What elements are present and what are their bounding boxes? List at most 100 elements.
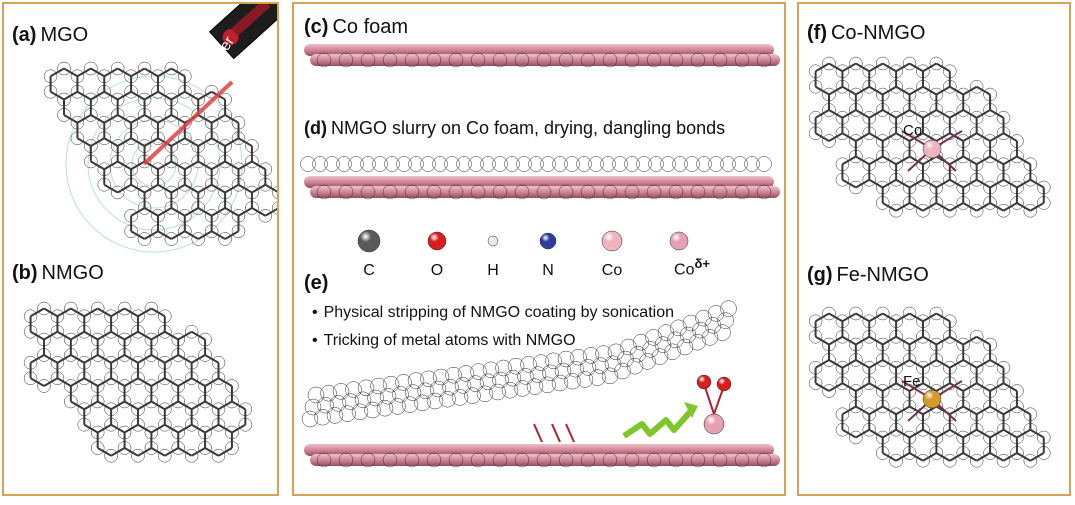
bond	[117, 90, 132, 101]
bond	[922, 132, 937, 142]
carbon-atom	[929, 306, 944, 321]
cobalt-foam-atom	[624, 452, 640, 468]
panel-g-letter: (g)	[807, 264, 833, 286]
carbon-atom	[875, 134, 890, 148]
bond	[204, 400, 220, 411]
bond	[909, 382, 924, 392]
bond	[882, 405, 897, 416]
bond	[97, 400, 112, 411]
bond	[841, 155, 857, 166]
carbon-atom	[258, 209, 273, 223]
carbon-atom	[191, 185, 205, 200]
carbon-atom	[137, 139, 152, 153]
carbon-atom	[902, 87, 917, 102]
foam-rod	[304, 44, 774, 56]
cobalt-foam-atom	[360, 52, 376, 68]
stripped-atom	[367, 389, 384, 407]
stripped-atom	[454, 377, 472, 394]
bond	[110, 377, 126, 387]
co-foam-e	[304, 444, 780, 468]
bond	[841, 132, 857, 142]
carbon-atom	[37, 301, 51, 316]
carbon-atom	[124, 209, 138, 223]
bond	[949, 178, 964, 189]
bond	[976, 109, 991, 119]
bond	[855, 359, 870, 369]
bond	[191, 354, 206, 364]
bond	[191, 377, 206, 387]
bond	[815, 109, 830, 119]
carbon-atom	[956, 446, 970, 460]
bond	[76, 114, 92, 124]
carbon-atom	[969, 376, 984, 390]
carbon-atom	[151, 209, 165, 223]
carbon-atom	[84, 92, 98, 107]
cobalt-foam-atom	[426, 452, 442, 468]
bond	[868, 62, 884, 73]
nitrogen-atom	[943, 361, 957, 375]
carbon-atom	[862, 80, 877, 94]
bond	[909, 62, 924, 73]
carbon-atom	[117, 332, 132, 347]
carbon-atom	[77, 402, 92, 416]
bond	[124, 377, 139, 387]
bond	[922, 85, 937, 96]
bond	[124, 330, 139, 341]
coating-atom	[444, 156, 460, 172]
stripped-atom	[579, 359, 597, 376]
coating-atom	[372, 156, 388, 172]
hydrogen-atom	[272, 201, 277, 215]
carbon-atom	[137, 201, 152, 215]
bond	[184, 183, 199, 194]
bond	[264, 207, 277, 217]
carbon-atom	[835, 376, 850, 390]
bond	[935, 452, 951, 462]
bond	[989, 428, 1005, 439]
carbon-atom	[225, 379, 239, 393]
bond	[157, 183, 172, 194]
nitrogen-atom	[889, 314, 903, 328]
carbon-atom	[849, 103, 863, 117]
bond	[989, 155, 1005, 166]
bond	[197, 207, 213, 217]
bond	[83, 377, 99, 387]
bond	[909, 155, 924, 166]
cobalt-foam-atom	[668, 52, 684, 68]
carbon-atom	[902, 353, 917, 367]
bond	[855, 312, 870, 323]
carbon-atom	[70, 69, 85, 83]
stripped-atom	[354, 391, 372, 409]
cobalt-foam-atom	[646, 452, 662, 468]
stripped-atom	[464, 387, 481, 404]
carbon-atom	[124, 116, 138, 130]
carbon-atom	[245, 185, 259, 200]
bond	[211, 160, 226, 171]
carbon-atom	[144, 332, 159, 347]
bond	[815, 132, 830, 142]
carbon-atom	[97, 69, 112, 83]
carbon-atom	[151, 69, 165, 83]
bond	[815, 335, 830, 346]
bond	[828, 62, 843, 73]
bond	[949, 202, 964, 212]
stripped-atom	[539, 376, 556, 394]
fe-nmgo-sheet	[808, 306, 1051, 468]
carbon-atom	[90, 301, 105, 316]
stripped-atom	[626, 357, 644, 375]
carbon-atom	[124, 85, 138, 99]
cobalt-foam-atom	[470, 452, 486, 468]
coating-atom	[600, 156, 616, 172]
carbon-atom	[191, 108, 205, 122]
legend-cobalt-icon	[601, 230, 623, 252]
carbon-atom	[97, 178, 112, 192]
carbon-atom	[137, 154, 152, 169]
carbon-atom	[37, 348, 51, 362]
bond	[935, 85, 951, 96]
bond	[909, 312, 924, 323]
carbon-atom	[902, 196, 917, 210]
carbon-atom	[104, 449, 118, 463]
stripped-atom	[379, 387, 397, 405]
carbon-atom	[104, 371, 118, 385]
carbon-atom	[178, 178, 192, 192]
bond	[197, 183, 213, 194]
